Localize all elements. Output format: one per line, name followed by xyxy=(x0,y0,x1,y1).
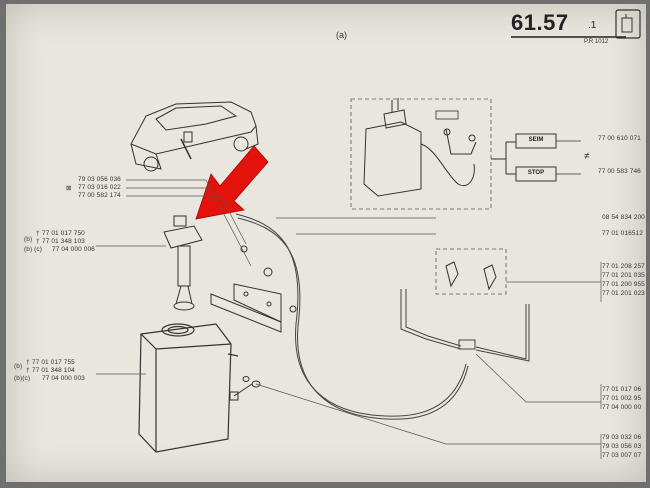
part-number-top-1: 79 03 056 036 xyxy=(78,176,121,183)
pump-marker-2: † xyxy=(36,238,40,245)
reservoir-logo-glyph-icon xyxy=(621,14,633,33)
mounting-bracket-icon xyxy=(210,245,297,333)
stop-part-number: 77 00 583 746 xyxy=(598,168,641,175)
page-number: 61.57 xyxy=(511,10,569,35)
stop-label: STOP xyxy=(527,170,545,176)
tank-marker-1: † xyxy=(26,359,30,366)
detail-label-box xyxy=(435,110,459,120)
nozzle-part-4: 77 01 201 023 xyxy=(602,290,645,297)
nozzle-part-3: 77 01 200 955 xyxy=(602,281,645,288)
pump-prefix-1: (b) xyxy=(24,236,33,243)
part-number-r2: 77 01 016512 xyxy=(602,230,643,237)
seim-label: SEIM xyxy=(528,137,544,143)
pump-part-3: 77 04 000 006 xyxy=(52,246,95,253)
ref-code: P.R 1012 xyxy=(584,39,609,45)
washer-pump-icon xyxy=(163,215,203,311)
view-label: (a) xyxy=(336,30,347,40)
tank-prefix-3: (b)(c) xyxy=(14,375,31,382)
nozzle-part-1: 77 01 208 257 xyxy=(602,263,645,270)
pump-part-1: 77 01 017 750 xyxy=(42,230,85,237)
reservoir-detail-icon xyxy=(363,98,477,197)
bolt-part-1: 79 03 032 06 xyxy=(602,434,642,441)
hose-lines xyxy=(235,213,530,420)
part-number-top-2-marker: ⊠ xyxy=(66,185,72,192)
switch-bracket xyxy=(491,141,516,175)
bolt-part-2: 79 03 056 03 xyxy=(602,443,642,450)
tank-part-3: 77 04 000 003 xyxy=(42,375,85,382)
reservoir-logo-icon xyxy=(615,9,641,39)
tank-prefix-1: (b) xyxy=(14,363,23,370)
seim-part-number: 77 00 610 071 xyxy=(598,135,641,142)
parts-diagram: ≠ xyxy=(96,9,641,459)
manual-page: 61.57 .1 P.R 1012 (a) xyxy=(6,4,646,482)
part-number-r1: 08 54 834 200 xyxy=(602,214,645,221)
bolt-part-3: 77 03 007 07 xyxy=(602,452,642,459)
tank-marker-2: † xyxy=(26,367,30,374)
part-number-top-2: 77 03 016 022 xyxy=(78,184,121,191)
pump-part-2: 77 01 348 103 xyxy=(42,238,85,245)
bottom-part-2: 77 01 002 95 xyxy=(602,395,642,402)
page-sub-number: .1 xyxy=(588,20,597,31)
switch-detail-frame xyxy=(350,98,492,210)
washer-tank-icon xyxy=(138,323,239,453)
nozzle-icon xyxy=(445,261,497,291)
leader-lines xyxy=(96,179,602,459)
bolt-icon xyxy=(229,376,261,401)
car-icon xyxy=(130,101,259,172)
red-arrow-icon xyxy=(195,145,269,220)
bottom-part-3: 77 04 000 00 xyxy=(602,404,642,411)
bottom-part-1: 77 01 017 06 xyxy=(602,386,642,393)
nozzle-detail-frame xyxy=(435,248,507,295)
pump-marker-1: † xyxy=(36,230,40,237)
tank-part-1: 77 01 017 755 xyxy=(32,359,75,366)
nozzle-part-2: 77 01 201 035 xyxy=(602,272,645,279)
tank-part-2: 77 01 348 104 xyxy=(32,367,75,374)
part-number-top-3: 77 00 582 174 xyxy=(78,192,121,199)
not-equal-icon: ≠ xyxy=(584,151,590,162)
pump-prefix-3: (b) (c) xyxy=(24,246,43,253)
